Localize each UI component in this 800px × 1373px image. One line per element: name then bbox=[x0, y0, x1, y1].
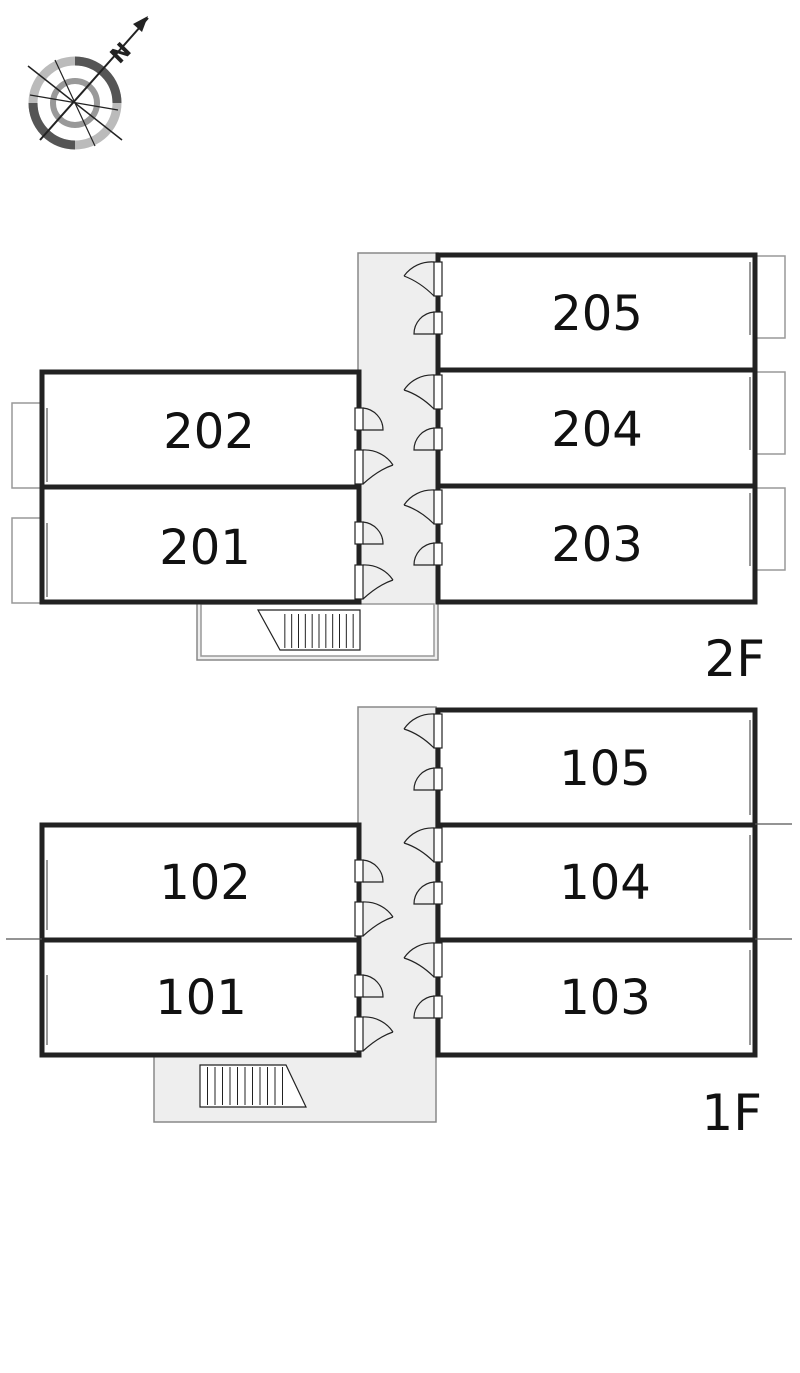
floor-label-2f: 2F bbox=[704, 630, 765, 688]
compass-north-label: N bbox=[106, 38, 137, 69]
doors-2f bbox=[354, 261, 443, 600]
room-104[interactable] bbox=[435, 822, 758, 943]
room-203[interactable] bbox=[435, 483, 758, 605]
staircase-2f bbox=[256, 609, 361, 651]
room-label-202: 202 bbox=[163, 404, 255, 460]
staircase-1f bbox=[199, 1064, 307, 1108]
room-label-201: 201 bbox=[159, 520, 251, 576]
room-201[interactable] bbox=[39, 484, 362, 605]
room-103[interactable] bbox=[435, 937, 758, 1058]
floor-2f: 205 204 203 202 201 2F bbox=[11, 252, 786, 688]
room-label-101: 101 bbox=[155, 970, 247, 1026]
room-label-102: 102 bbox=[159, 855, 251, 911]
room-label-103: 103 bbox=[559, 970, 651, 1026]
balcony-201 bbox=[11, 517, 45, 604]
floor-1f: 105 104 103 102 101 1F bbox=[6, 706, 792, 1142]
balcony-204 bbox=[753, 371, 786, 455]
room-204[interactable] bbox=[435, 367, 758, 489]
room-label-205: 205 bbox=[551, 286, 643, 342]
doors-1f bbox=[354, 713, 443, 1052]
room-label-203: 203 bbox=[551, 517, 643, 573]
room-205[interactable] bbox=[435, 252, 758, 373]
balcony-205 bbox=[753, 255, 786, 339]
room-label-104: 104 bbox=[559, 855, 651, 911]
room-label-105: 105 bbox=[559, 741, 651, 797]
north-compass-icon: N bbox=[27, 16, 149, 150]
room-101[interactable] bbox=[39, 937, 362, 1058]
balcony-202 bbox=[11, 402, 45, 489]
balcony-203 bbox=[753, 487, 786, 571]
floor-label-1f: 1F bbox=[701, 1084, 762, 1142]
room-label-204: 204 bbox=[551, 402, 643, 458]
